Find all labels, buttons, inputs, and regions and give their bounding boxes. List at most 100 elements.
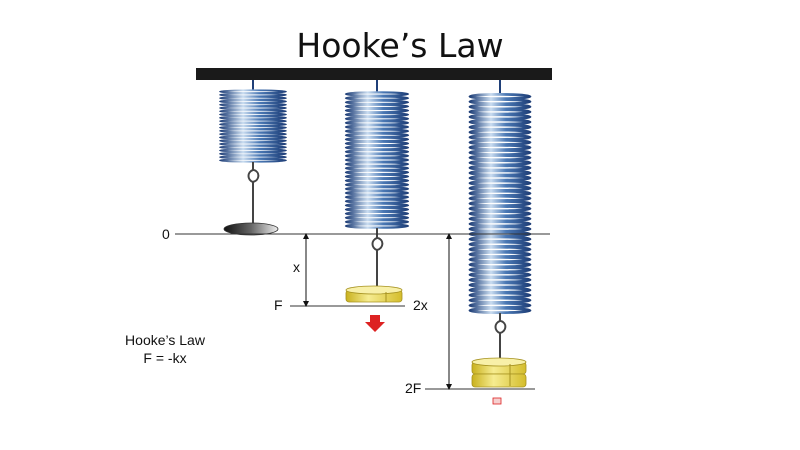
spring-coil [468, 194, 532, 202]
hook-1 [247, 162, 260, 226]
spring-coil [468, 118, 532, 126]
hook-2 [371, 228, 384, 290]
spring-coil [344, 161, 410, 167]
spring-coil [219, 158, 287, 163]
down-arrow-icon-small [492, 397, 502, 405]
spring-coil [468, 128, 532, 136]
spring-coil [468, 306, 532, 314]
spring-coil [468, 225, 532, 233]
spring-coil [344, 111, 410, 118]
spring-coil [468, 154, 532, 162]
spring-coil [219, 128, 287, 134]
label-2x: 2x [413, 297, 428, 313]
hanger-plate [223, 222, 279, 236]
spring-coil [468, 255, 532, 264]
spring-coil [344, 198, 410, 205]
spring-coil [219, 131, 287, 137]
spring-coils-1 [219, 89, 287, 163]
spring-coil [344, 169, 410, 176]
spring-coil [344, 190, 410, 196]
spring-coil [468, 220, 532, 228]
spring-coil [468, 189, 532, 197]
formula-heading: Hooke’s Law [125, 332, 206, 348]
spring-coil [219, 118, 287, 124]
spring-coil [468, 291, 532, 299]
spring-coil [344, 202, 410, 209]
spring-coil [468, 240, 532, 248]
spring-coil [219, 108, 287, 114]
spring-coil [344, 95, 410, 102]
spring-coil [344, 185, 410, 192]
spring-coil [344, 218, 410, 225]
spring-coil [219, 151, 287, 157]
spring-coil [219, 141, 287, 147]
spring-coil [219, 154, 287, 160]
spring-coils-3 [468, 93, 532, 314]
spring-coil [344, 124, 410, 130]
spring-coil [344, 103, 410, 110]
spring-coil [344, 206, 410, 213]
spring-coil [468, 245, 532, 253]
spring-coil [344, 107, 410, 114]
weight-two-stack [471, 357, 527, 388]
label-f: F [274, 297, 283, 313]
spring-coil [344, 181, 410, 188]
spring-coil [219, 135, 287, 140]
spring-coil [468, 164, 532, 172]
spring-coil [344, 144, 410, 151]
spring-unloaded [219, 80, 287, 236]
spring-coil [344, 148, 410, 155]
spring-coil [219, 95, 287, 101]
spring-coil [344, 115, 410, 122]
weight-one [345, 285, 403, 303]
spring-coil [468, 93, 532, 101]
spring-coil [219, 125, 287, 130]
spring-coil [344, 128, 410, 135]
ceiling-bar [196, 68, 552, 80]
spring-coil [468, 296, 532, 304]
spring-coil [219, 99, 287, 104]
spring-coil [344, 177, 410, 184]
spring-coil [344, 214, 410, 221]
spring-coil [468, 199, 532, 208]
spring-coil [219, 144, 287, 150]
spring-coil [344, 136, 410, 143]
spring-coil [468, 138, 532, 146]
spring-coil [468, 143, 532, 152]
label-2f: 2F [405, 380, 421, 396]
spring-coil [219, 89, 287, 94]
spring-coil [468, 250, 532, 258]
spring-coil [344, 91, 410, 97]
spring-coil [468, 210, 532, 218]
spring-coil [344, 210, 410, 217]
spring-coil [344, 157, 410, 163]
spring-coil [468, 159, 532, 167]
spring-coil [468, 133, 532, 141]
spring-coil [468, 205, 532, 213]
spring-coil [468, 169, 532, 177]
label-zero: 0 [162, 226, 170, 242]
spring-coil [468, 276, 532, 284]
spring-coils-2 [344, 91, 410, 229]
spring-coil [468, 98, 532, 106]
spring-coil [344, 153, 410, 159]
spring-coil [219, 138, 287, 144]
spring-coil [344, 132, 410, 139]
spring-coil [219, 92, 287, 98]
spring-two-weights [468, 80, 532, 405]
down-arrow-icon [365, 315, 385, 332]
spring-coil [468, 123, 532, 131]
spring-coil [468, 266, 532, 274]
spring-coil [468, 174, 532, 182]
spring-coil [219, 148, 287, 153]
spring-coil [468, 261, 532, 269]
label-x: x [293, 259, 300, 275]
spring-coil [468, 179, 532, 187]
hook-3 [494, 313, 507, 362]
spring-coil [219, 105, 287, 111]
spring-coil [344, 173, 410, 180]
spring-coil [468, 235, 532, 243]
formula-equation: F = -kx [143, 350, 186, 366]
spring-coil [468, 149, 532, 157]
spring-coil [344, 194, 410, 200]
